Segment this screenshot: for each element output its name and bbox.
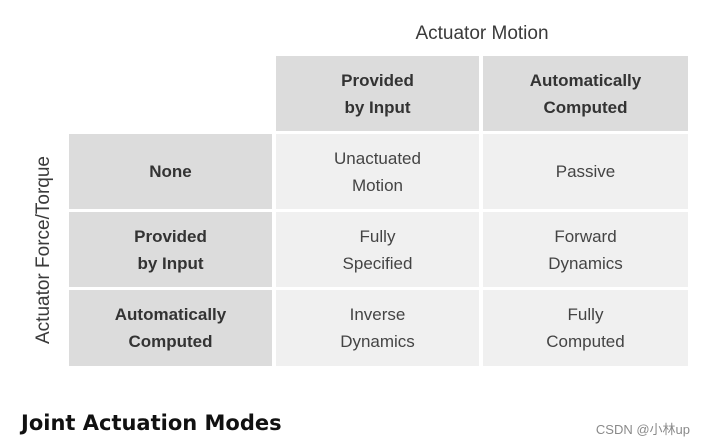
row-header-provided-by-input: Provided by Input	[69, 212, 272, 287]
matrix-cell: Passive	[483, 134, 688, 209]
column-header-automatically-computed: Automatically Computed	[483, 56, 688, 131]
matrix-cell: Fully Computed	[483, 290, 688, 366]
matrix-cell: Fully Specified	[276, 212, 479, 287]
row-axis-title-container: Actuator Force/Torque	[24, 134, 64, 366]
row-header-none: None	[69, 134, 272, 209]
row-header-automatically-computed: Automatically Computed	[69, 290, 272, 366]
figure-title: Joint Actuation Modes	[21, 411, 282, 435]
column-axis-title: Actuator Motion	[415, 23, 549, 44]
matrix-cell: Inverse Dynamics	[276, 290, 479, 366]
matrix-cell: Unactuated Motion	[276, 134, 479, 209]
column-header-provided-by-input: Provided by Input	[276, 56, 479, 131]
watermark: CSDN @小林up	[595, 422, 690, 437]
matrix-cell: Forward Dynamics	[483, 212, 688, 287]
row-axis-title: Actuator Force/Torque	[33, 156, 54, 344]
